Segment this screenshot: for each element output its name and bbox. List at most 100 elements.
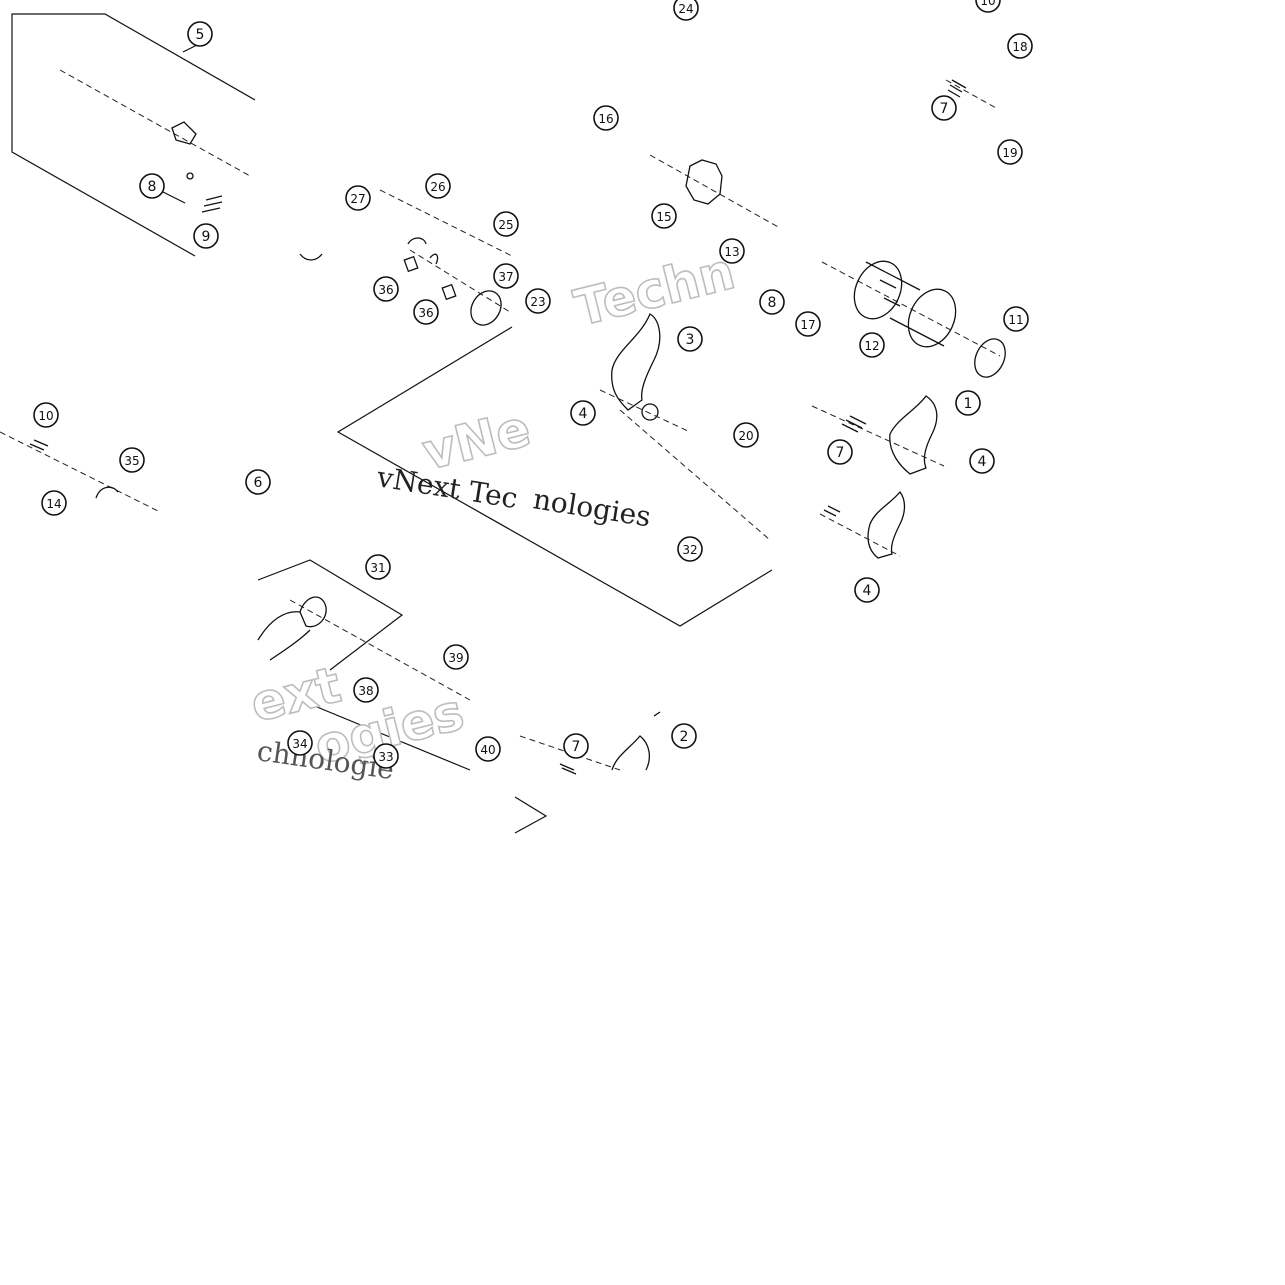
callout-number: 33 — [378, 750, 393, 764]
panel-top-left — [11, 13, 256, 257]
callout-c10: 10 — [33, 402, 59, 428]
callout-circle — [443, 644, 469, 670]
shaft-left — [0, 431, 161, 513]
callout-c7c: 7 — [563, 733, 589, 759]
callout-circle — [365, 554, 391, 580]
callout-number: 31 — [370, 561, 385, 575]
callout-c8b: 8 — [759, 289, 785, 315]
callout-c13: 13 — [719, 238, 745, 264]
callout-c37: 37 — [493, 263, 519, 289]
callout-number: 18 — [1012, 40, 1027, 54]
callout-circle — [673, 0, 699, 21]
callout-c26: 26 — [425, 173, 451, 199]
callout-circle — [859, 332, 885, 358]
callout-circle — [119, 447, 145, 473]
callout-c19: 19 — [997, 139, 1023, 165]
callout-circle — [139, 173, 165, 199]
callout-circle — [593, 105, 619, 131]
callout-number: 8 — [768, 295, 777, 311]
callout-number: 20 — [738, 429, 753, 443]
callout-labels: 5892418719161527262536363723138171211314… — [33, 0, 1033, 769]
callout-c31: 31 — [365, 554, 391, 580]
callout-circle — [345, 185, 371, 211]
callout-number: 40 — [480, 743, 495, 757]
callout-c1: 1 — [955, 390, 981, 416]
callout-c7a: 7 — [931, 95, 957, 121]
callout-circle — [425, 173, 451, 199]
callout-c11: 11 — [1003, 306, 1029, 332]
shift-fork-4 — [819, 490, 906, 559]
arc-part — [299, 253, 323, 261]
callout-circle — [759, 289, 785, 315]
callout-circle — [677, 326, 703, 352]
watermarks: Techn vNext Tec nologies vNe ext ogies c… — [244, 241, 741, 786]
callout-circle — [975, 0, 1001, 13]
callout-circle — [187, 21, 213, 47]
callout-circle — [493, 211, 519, 237]
callout-number: 36 — [418, 306, 433, 320]
watermark-ext: ext — [245, 656, 346, 734]
shift-fork-1 — [811, 395, 945, 475]
callout-c24: 24 — [673, 0, 699, 21]
callout-circle — [33, 402, 59, 428]
callout-c9: 9 — [193, 223, 219, 249]
panel-center — [336, 326, 773, 627]
callout-number: 25 — [498, 218, 513, 232]
callout-number: 4 — [579, 406, 588, 422]
callout-number: 38 — [358, 684, 373, 698]
callout-circle — [245, 469, 271, 495]
callout-number: 3 — [686, 332, 695, 348]
callout-number: 2 — [680, 729, 689, 745]
callout-c34: 34 — [287, 730, 313, 756]
callout-c4b: 4 — [969, 448, 995, 474]
callout-circle — [955, 390, 981, 416]
callout-c36a: 36 — [373, 276, 399, 302]
watermark-vne: vNe — [417, 399, 536, 481]
callout-number: 24 — [678, 2, 693, 16]
callout-number: 7 — [572, 739, 581, 755]
callout-circle — [353, 677, 379, 703]
callout-circle — [525, 288, 551, 314]
callout-circle — [827, 439, 853, 465]
callout-circle — [570, 400, 596, 426]
callout-c4c: 4 — [854, 577, 880, 603]
callout-number: 37 — [498, 270, 513, 284]
callout-circle — [563, 733, 589, 759]
callout-circle — [1007, 33, 1033, 59]
callout-circle — [287, 730, 313, 756]
callout-c16: 16 — [593, 105, 619, 131]
callout-circle — [373, 276, 399, 302]
callout-circle — [651, 203, 677, 229]
callout-c5: 5 — [187, 21, 213, 47]
callout-circle — [41, 490, 67, 516]
callout-circle — [493, 263, 519, 289]
callout-number: 11 — [1008, 313, 1023, 327]
panel-lower-left — [257, 559, 471, 771]
gear-part — [649, 154, 781, 229]
callout-number: 10 — [980, 0, 995, 8]
callout-number: 32 — [682, 543, 697, 557]
callout-c17: 17 — [795, 311, 821, 337]
callout-circle — [795, 311, 821, 337]
callout-number: 6 — [254, 475, 263, 491]
callout-c36b: 36 — [413, 299, 439, 325]
callout-number: 13 — [724, 245, 739, 259]
callout-number: 16 — [598, 112, 613, 126]
callout-circle — [475, 736, 501, 762]
callout-c32: 32 — [677, 536, 703, 562]
callout-c38: 38 — [353, 677, 379, 703]
callout-c2: 2 — [671, 723, 697, 749]
chevron-mark — [514, 796, 548, 834]
callout-number: 5 — [196, 27, 205, 43]
callout-c33: 33 — [373, 743, 399, 769]
callout-c25: 25 — [493, 211, 519, 237]
callout-c20: 20 — [733, 422, 759, 448]
callout-number: 1 — [964, 396, 973, 412]
callout-number: 17 — [800, 318, 815, 332]
callout-circle — [373, 743, 399, 769]
callout-number: 7 — [836, 445, 845, 461]
callout-c40: 40 — [475, 736, 501, 762]
callout-c8a: 8 — [139, 173, 165, 199]
callout-c18: 18 — [1007, 33, 1033, 59]
